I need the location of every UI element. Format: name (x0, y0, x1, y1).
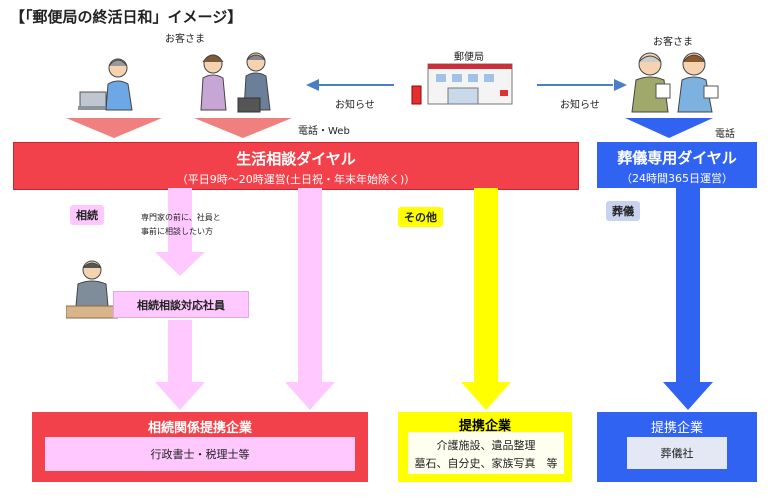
staff-label-box: 相続相談対応社員 (113, 291, 249, 318)
flow-arrows (155, 188, 713, 410)
staff-person-icon (66, 260, 118, 319)
panel-other-line-1: 介護施設、遺品整理 (436, 439, 536, 452)
panel-funeral-body: 葬儀社 (660, 447, 694, 460)
elderly-couple-reading-icon (631, 52, 719, 113)
panel-other-line-2: 墓石、自分史、家族写真 等 (414, 457, 558, 470)
page-title: 【「郵便局の終活日和」イメージ】 (10, 8, 243, 26)
panel-funeral-body-box: 葬儀社 (627, 437, 727, 469)
funeral-dial-hours: （24時間365日運営） (621, 172, 733, 185)
panel-inheritance-title: 相続関係提携企業 (147, 421, 252, 436)
contact-phone-web-label: 電話・Web (298, 126, 350, 137)
customers-right-illustration (631, 52, 719, 113)
tag-other: その他 (398, 207, 443, 227)
staff-label: 相続相談対応社員 (137, 298, 225, 312)
panel-inheritance-body-box: 行政書士・税理士等 (45, 437, 355, 471)
tag-inheritance: 相続 (70, 205, 104, 225)
down-chevron-right (625, 118, 713, 138)
customers-left-illustration (78, 52, 271, 113)
elderly-couple-phone-icon (200, 52, 271, 113)
panel-other-body-box: 介護施設、遺品整理 墓石、自分史、家族写真 等 (408, 432, 564, 474)
life-consultation-dial: 生活相談ダイヤル （平日9時～20時運営(土日祝・年末年始除く)） (13, 142, 579, 190)
funeral-dial-title: 葬儀専用ダイヤル (617, 149, 737, 167)
funeral-dial: 葬儀専用ダイヤル （24時間365日運営） (597, 142, 757, 188)
customers-right-label: お客さま (653, 37, 693, 48)
post-office-building-icon (411, 63, 513, 105)
notice-arrow-left (306, 79, 394, 91)
panel-inheritance-body: 行政書士・税理士等 (150, 448, 250, 461)
contact-phone-label: 電話 (715, 129, 735, 140)
laptop-user-icon (78, 58, 133, 111)
down-chevrons-left (66, 118, 292, 138)
note-line-1: 専門家の前に、社員と (141, 213, 221, 222)
life-dial-hours: （平日9時～20時運営(土日祝・年末年始除く)） (176, 173, 416, 186)
customers-left-label: お客さま (165, 34, 205, 45)
notice-arrow-right (537, 79, 627, 91)
tag-funeral: 葬儀 (606, 201, 640, 221)
notice-left-label: お知らせ (335, 100, 375, 111)
notice-right-label: お知らせ (560, 100, 600, 111)
note-line-2: 事前に相談したい方 (141, 227, 213, 236)
post-office-label: 郵便局 (454, 52, 484, 63)
panel-funeral-title: 提携企業 (650, 421, 703, 436)
life-dial-title: 生活相談ダイヤル (236, 150, 356, 168)
panel-other-title: 提携企業 (458, 419, 511, 434)
